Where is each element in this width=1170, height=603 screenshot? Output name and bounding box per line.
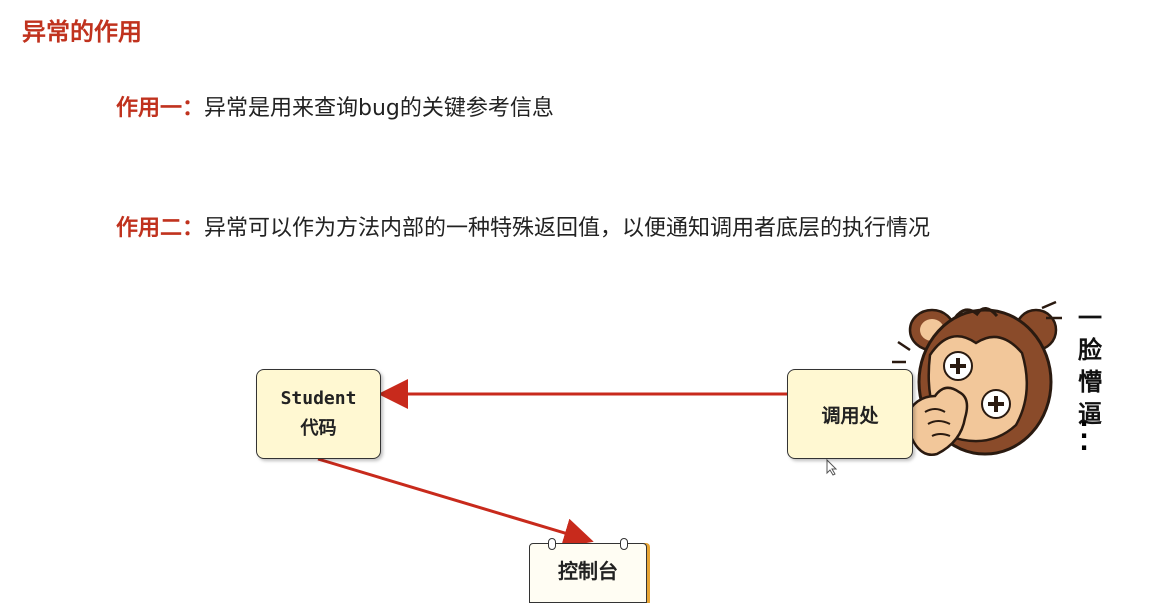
binder-ring-icon xyxy=(620,538,628,550)
point-two-label: 作用二： xyxy=(116,216,205,241)
binder-ring-icon xyxy=(548,538,556,550)
point-one: 作用一：异常是用来查询bug的关键参考信息 xyxy=(116,90,554,122)
student-code-node: Student 代码 xyxy=(256,369,381,459)
caption-dots: ··· xyxy=(1079,410,1089,462)
confused-monkey-icon xyxy=(892,300,1062,456)
caption-char: 逼 xyxy=(1078,400,1102,428)
caption-char: 懵 xyxy=(1078,368,1102,396)
caption-char: 脸 xyxy=(1078,336,1102,364)
point-two: 作用二：异常可以作为方法内部的一种特殊返回值，以便通知调用者底层的执行情况 xyxy=(116,210,930,242)
point-one-label: 作用一： xyxy=(116,96,205,121)
point-two-text: 异常可以作为方法内部的一种特殊返回值，以便通知调用者底层的执行情况 xyxy=(204,216,931,241)
console-node-label: 控制台 xyxy=(558,558,618,583)
caption-char: 一 xyxy=(1078,304,1102,332)
vertical-caption: 一 脸 懵 逼 xyxy=(1072,302,1108,430)
student-node-line2: 代码 xyxy=(300,418,337,439)
arrow-student-to-console xyxy=(317,457,594,548)
caller-node-label: 调用处 xyxy=(821,404,879,427)
caller-node: 调用处 xyxy=(787,369,913,459)
mouse-cursor-icon xyxy=(826,458,838,476)
point-one-text: 异常是用来查询bug的关键参考信息 xyxy=(204,96,554,121)
console-node: 控制台 xyxy=(529,538,647,603)
page-title: 异常的作用 xyxy=(22,18,142,46)
student-node-line1: Student xyxy=(280,388,357,409)
